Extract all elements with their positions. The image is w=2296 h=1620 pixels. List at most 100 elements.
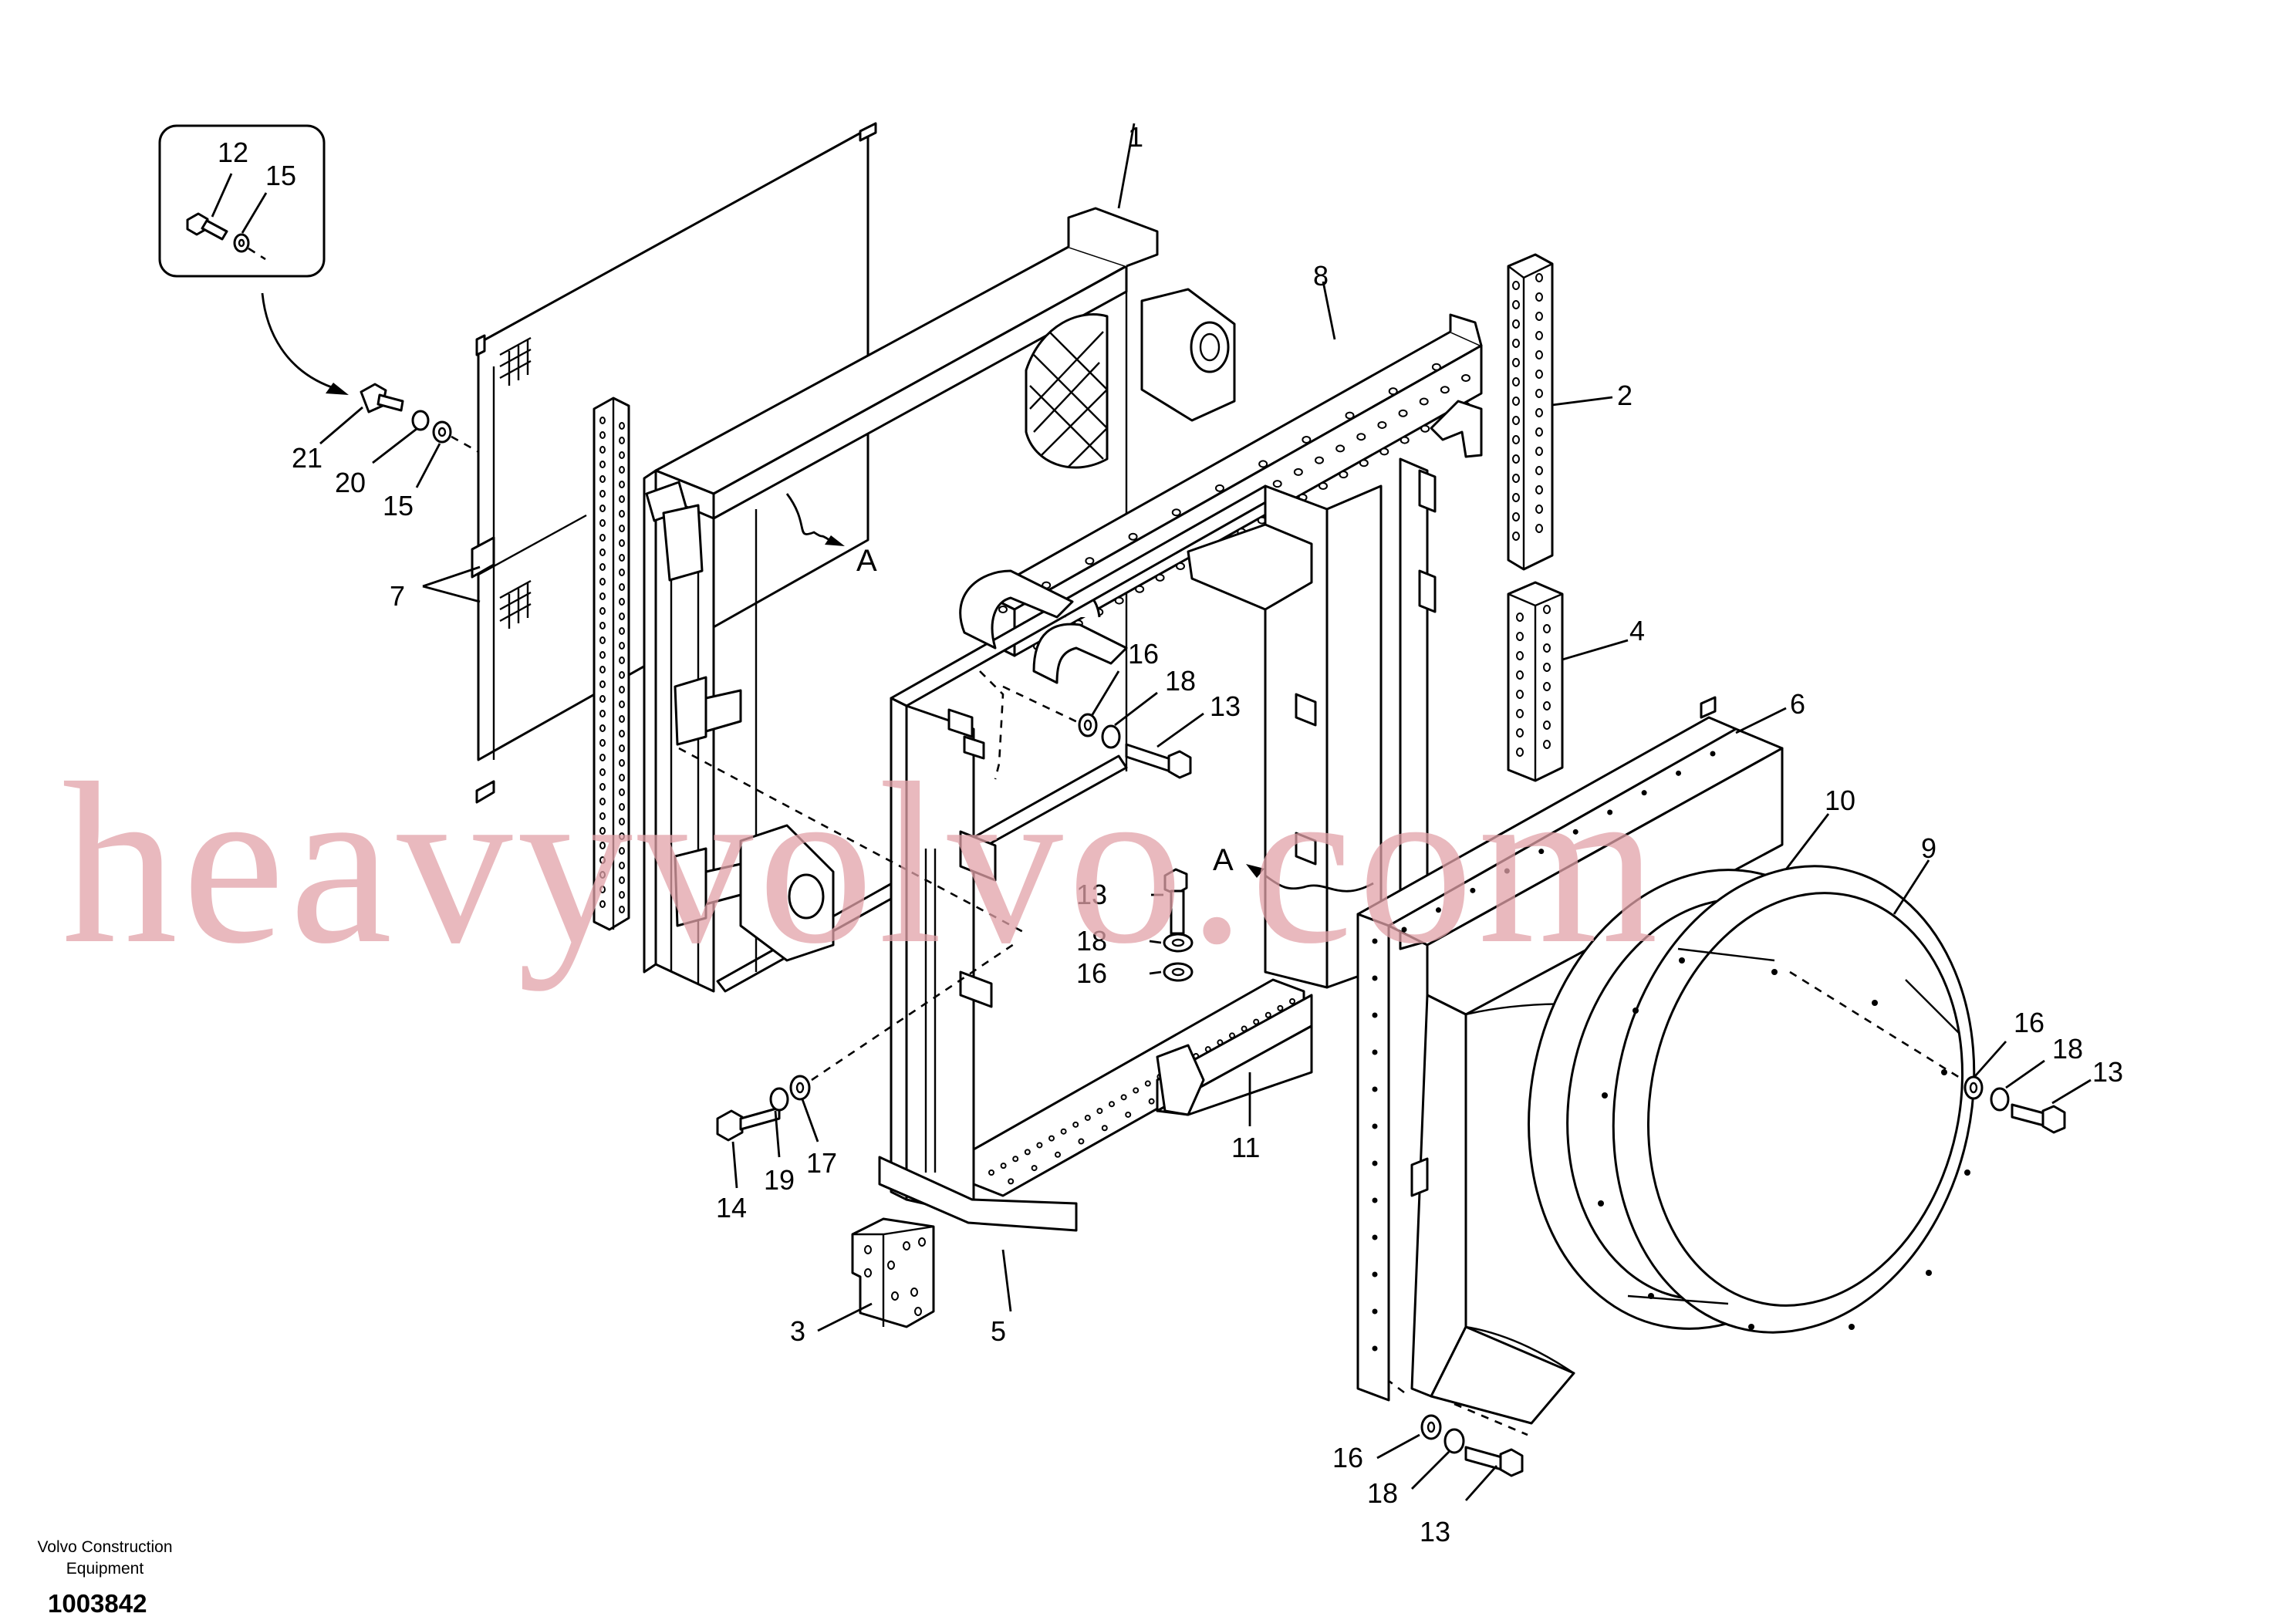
hole (599, 710, 606, 717)
hole (619, 744, 625, 752)
hole (619, 671, 625, 679)
hole (599, 461, 606, 468)
hole (599, 636, 606, 644)
hole (1512, 358, 1520, 367)
hole (599, 754, 606, 761)
hole (619, 891, 625, 899)
callout-16-bottom: 16 (1332, 1442, 1363, 1473)
hole (1101, 1125, 1108, 1132)
hole (599, 446, 606, 454)
hole (1512, 493, 1520, 502)
hole (599, 666, 606, 673)
fastener-13-18-16-middle: 13 18 16 (1076, 868, 1194, 989)
hole (1214, 484, 1224, 492)
hole (619, 495, 625, 503)
rivet-dot (1504, 868, 1510, 874)
rivet-dot (1710, 751, 1716, 757)
hole (1319, 482, 1328, 490)
view-marker-a-upper: A (785, 493, 877, 578)
hole (1125, 1111, 1132, 1118)
hole (619, 642, 625, 650)
fastener-21-20-15: 21 20 15 (292, 383, 491, 521)
fan-shroud-6: 6 (1356, 688, 1805, 1425)
hole (1036, 1142, 1043, 1149)
hole (599, 490, 606, 498)
hole (1516, 670, 1524, 680)
hole (599, 475, 606, 483)
hole (619, 539, 625, 547)
rivet-dot (1435, 907, 1441, 913)
fastener-14-19-17: 14 19 17 (678, 747, 1027, 1223)
rivet-dot (1372, 1086, 1378, 1092)
hole (599, 871, 606, 879)
hole (1535, 331, 1543, 340)
hole (599, 812, 606, 820)
hole (599, 856, 606, 864)
rivet-dot (1372, 1160, 1378, 1166)
callout-18-upper: 18 (1165, 665, 1196, 697)
hole (599, 680, 606, 688)
hole (1356, 433, 1366, 441)
hole (1135, 585, 1145, 593)
rivet-dot (1598, 1200, 1604, 1207)
hole (599, 431, 606, 439)
hole (1335, 444, 1346, 453)
hole (1109, 1101, 1115, 1108)
rivet-dot (1748, 1324, 1754, 1330)
hole (1000, 1163, 1007, 1169)
rivet-dot (1372, 938, 1378, 944)
hole (1315, 456, 1324, 464)
block-2: 2 (1507, 253, 1633, 571)
hole (914, 1307, 922, 1316)
hole (1377, 420, 1387, 429)
hole (1133, 1087, 1140, 1094)
hole (619, 598, 625, 606)
hole (599, 695, 606, 703)
callout-13-right: 13 (2092, 1056, 2123, 1088)
hole (1512, 339, 1520, 348)
rivet-dot (1941, 1069, 1947, 1075)
radiator-side-brackets (645, 481, 742, 927)
hole (599, 724, 606, 732)
support-11: 11 (1156, 994, 1313, 1163)
rivet-dot (1372, 1308, 1378, 1315)
hole (599, 592, 606, 600)
hole (1114, 596, 1124, 605)
hole (1516, 613, 1524, 622)
callout-16-middle: 16 (1076, 957, 1107, 989)
rivet-dot (1401, 926, 1407, 933)
hole (599, 519, 606, 527)
hole (619, 862, 625, 869)
fastener-16-18-13-bottom: 16 18 13 (1332, 1379, 1528, 1547)
hole (1419, 397, 1429, 406)
rivet-dot (1633, 1007, 1639, 1014)
ring-9: 9 (1598, 832, 1976, 1334)
hole (599, 798, 606, 805)
hole (619, 525, 625, 532)
hole (1012, 1156, 1019, 1163)
rivet-dot (1372, 1049, 1378, 1055)
callout-16-right: 16 (2014, 1007, 2044, 1038)
hole (1535, 312, 1543, 321)
hole (619, 627, 625, 635)
hole (1144, 1080, 1151, 1087)
bolt-12-inset (186, 212, 228, 241)
block-3-holes (864, 1237, 926, 1316)
hole (619, 569, 625, 576)
hole (1461, 374, 1470, 382)
rivet-dot (1372, 1234, 1378, 1240)
rivet-dot (1641, 790, 1647, 796)
hole (1120, 1094, 1127, 1101)
hole (1171, 508, 1181, 517)
hole (1543, 624, 1551, 633)
hole (1516, 748, 1524, 757)
hole (1535, 350, 1543, 359)
callout-6: 6 (1790, 688, 1805, 720)
callout-19: 19 (764, 1164, 795, 1196)
rivet-dot (1602, 1092, 1608, 1099)
hole (1512, 435, 1520, 444)
hole (1512, 532, 1520, 541)
rivet-dot (1926, 1270, 1932, 1276)
rivet-dot (1538, 849, 1545, 855)
hole (619, 583, 625, 591)
